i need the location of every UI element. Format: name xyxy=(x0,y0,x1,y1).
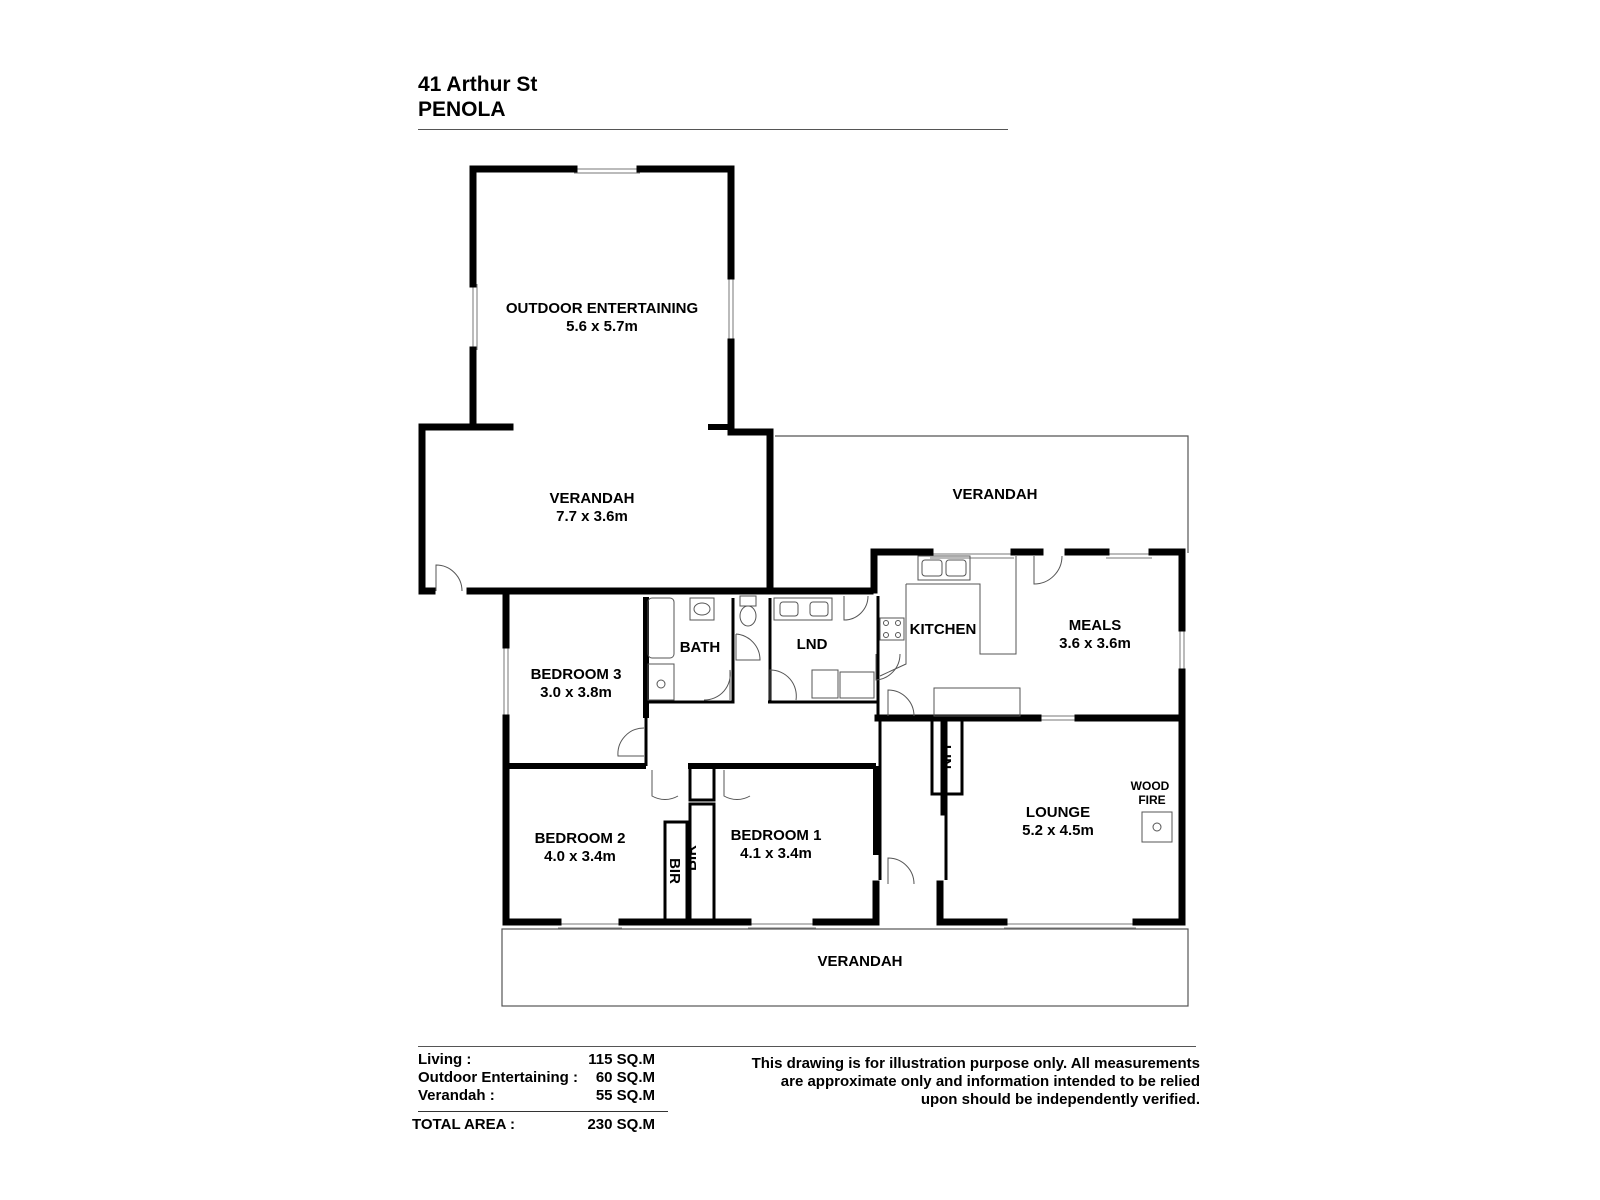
room-name-verandah-rear-left: VERANDAH xyxy=(549,490,634,507)
verandah-outlines xyxy=(501,435,1189,1007)
room-name-outdoor-entertaining: OUTDOOR ENTERTAINING xyxy=(506,300,698,317)
disclaimer-line1: This drawing is for illustration purpose… xyxy=(751,1055,1200,1072)
room-size-bedroom-1: 4.1 x 3.4m xyxy=(740,845,812,862)
room-name-lounge: LOUNGE xyxy=(1026,804,1090,821)
walls xyxy=(418,165,1186,926)
disclaimer-line3: upon should be independently verified. xyxy=(920,1091,1200,1108)
fixtures xyxy=(647,555,1173,843)
area-label-outdoor: Outdoor Entertaining : xyxy=(418,1069,578,1086)
area-value-living: 115 SQ.M xyxy=(588,1051,655,1068)
room-name-bedroom-2: BEDROOM 2 xyxy=(535,830,626,847)
room-labels: OUTDOOR ENTERTAINING 5.6 x 5.7m VERANDAH… xyxy=(506,300,1131,970)
room-size-lounge: 5.2 x 4.5m xyxy=(1022,822,1094,839)
area-label-living: Living : xyxy=(418,1051,472,1068)
room-name-bedroom-3: BEDROOM 3 xyxy=(531,666,622,683)
room-name-bath: BATH xyxy=(680,639,721,656)
total-area-value: 230 SQ.M xyxy=(587,1116,655,1133)
room-name-bedroom-1: BEDROOM 1 xyxy=(731,827,822,844)
room-name-meals: MEALS xyxy=(1069,617,1122,634)
total-area-label: TOTAL AREA : xyxy=(412,1116,516,1133)
inner-walls xyxy=(509,424,879,855)
room-size-meals: 3.6 x 3.6m xyxy=(1059,635,1131,652)
footer-divider xyxy=(418,1046,1196,1047)
door-swings xyxy=(435,555,1063,885)
room-name-verandah-front: VERANDAH xyxy=(817,953,902,970)
room-name-lnd: LND xyxy=(797,636,828,653)
room-name-verandah-rear-right: VERANDAH xyxy=(952,486,1037,503)
disclaimer: This drawing is for illustration purpose… xyxy=(700,1055,1200,1109)
room-size-bedroom-2: 4.0 x 3.4m xyxy=(544,848,616,865)
wood-fire-label: WOOD FIRE xyxy=(1131,779,1170,807)
wood-fire-label-line1: WOOD xyxy=(1131,779,1170,793)
area-label-verandah: Verandah : xyxy=(418,1087,495,1104)
room-name-lin: LIN xyxy=(937,745,954,769)
rotated-labels: LIN BIR BIR xyxy=(666,745,954,884)
room-name-kitchen: KITCHEN xyxy=(910,621,977,638)
room-name-bir-left: BIR xyxy=(666,858,683,884)
address-street: 41 Arthur St xyxy=(418,73,538,96)
room-size-bedroom-3: 3.0 x 3.8m xyxy=(540,684,612,701)
area-value-verandah: 55 SQ.M xyxy=(595,1087,655,1104)
windows xyxy=(472,168,1185,929)
wood-fire-label-line2: FIRE xyxy=(1138,793,1165,807)
room-size-verandah-rear-left: 7.7 x 3.6m xyxy=(556,508,628,525)
header-divider xyxy=(418,129,1008,130)
room-size-outdoor-entertaining: 5.6 x 5.7m xyxy=(566,318,638,335)
area-sum-rule xyxy=(418,1111,668,1112)
area-value-outdoor: 60 SQ.M xyxy=(595,1069,655,1086)
room-name-bir-right: BIR xyxy=(683,845,700,871)
disclaimer-line2: are approximate only and information int… xyxy=(780,1073,1200,1090)
address-suburb: PENOLA xyxy=(418,98,506,121)
